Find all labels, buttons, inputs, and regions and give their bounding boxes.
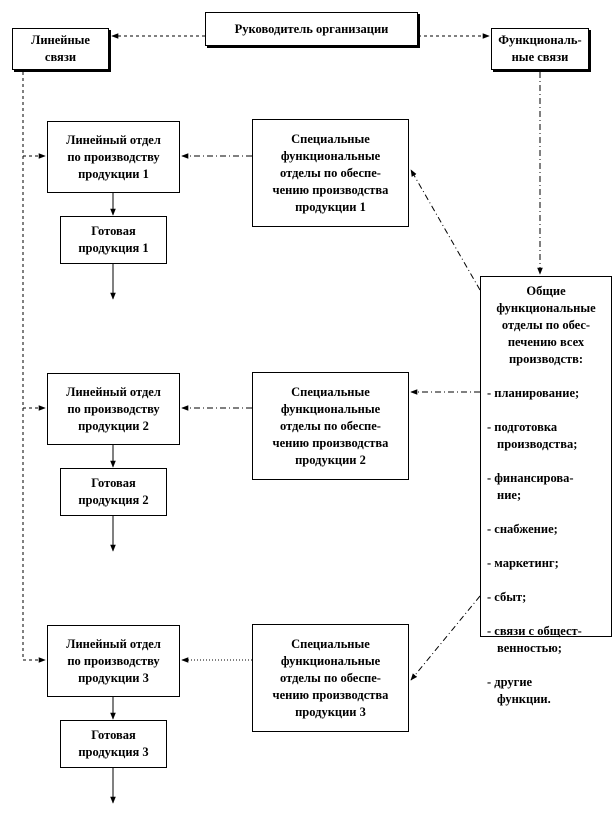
finished-product-2-box: Готовая продукция 2 — [60, 468, 167, 516]
function-item: - связи с общест- венностью; — [487, 624, 582, 655]
line-dept-1-box: Линейный отдел по производству продукции… — [47, 121, 180, 193]
general-to-special-1-arrow — [410, 169, 481, 291]
special-dept-1-box: Специальные функциональные отделы по обе… — [252, 119, 409, 227]
general-functional-dept-box: Общие функциональные отделы по обес- печ… — [480, 276, 612, 706]
finished-product-3-box: Готовая продукция 3 — [60, 720, 167, 768]
functional-links-box: Функциональ- ные связи — [491, 28, 589, 70]
head-box: Руководитель организации — [205, 12, 418, 46]
function-item: - подготовка производства; — [487, 420, 578, 451]
function-item: - финансирова- ние; — [487, 471, 574, 502]
general-to-special-3-arrow — [410, 595, 481, 681]
special-dept-3-box: Специальные функциональные отделы по обе… — [252, 624, 409, 732]
function-item: - другие функции. — [487, 675, 551, 706]
general-dept-heading: Общие функциональные отделы по обес- печ… — [496, 284, 596, 366]
function-item: - маркетинг; — [487, 556, 559, 570]
general-dept-functions-list: - планирование; - подготовка производств… — [487, 368, 605, 725]
linear-links-box: Линейные связи — [12, 28, 109, 70]
line-dept-3-box: Линейный отдел по производству продукции… — [47, 625, 180, 697]
function-item: - сбыт; — [487, 590, 527, 604]
function-item: - снабжение; — [487, 522, 558, 536]
line-dept-2-box: Линейный отдел по производству продукции… — [47, 373, 180, 445]
special-dept-2-box: Специальные функциональные отделы по обе… — [252, 372, 409, 480]
function-item: - планирование; — [487, 386, 580, 400]
finished-product-1-box: Готовая продукция 1 — [60, 216, 167, 264]
